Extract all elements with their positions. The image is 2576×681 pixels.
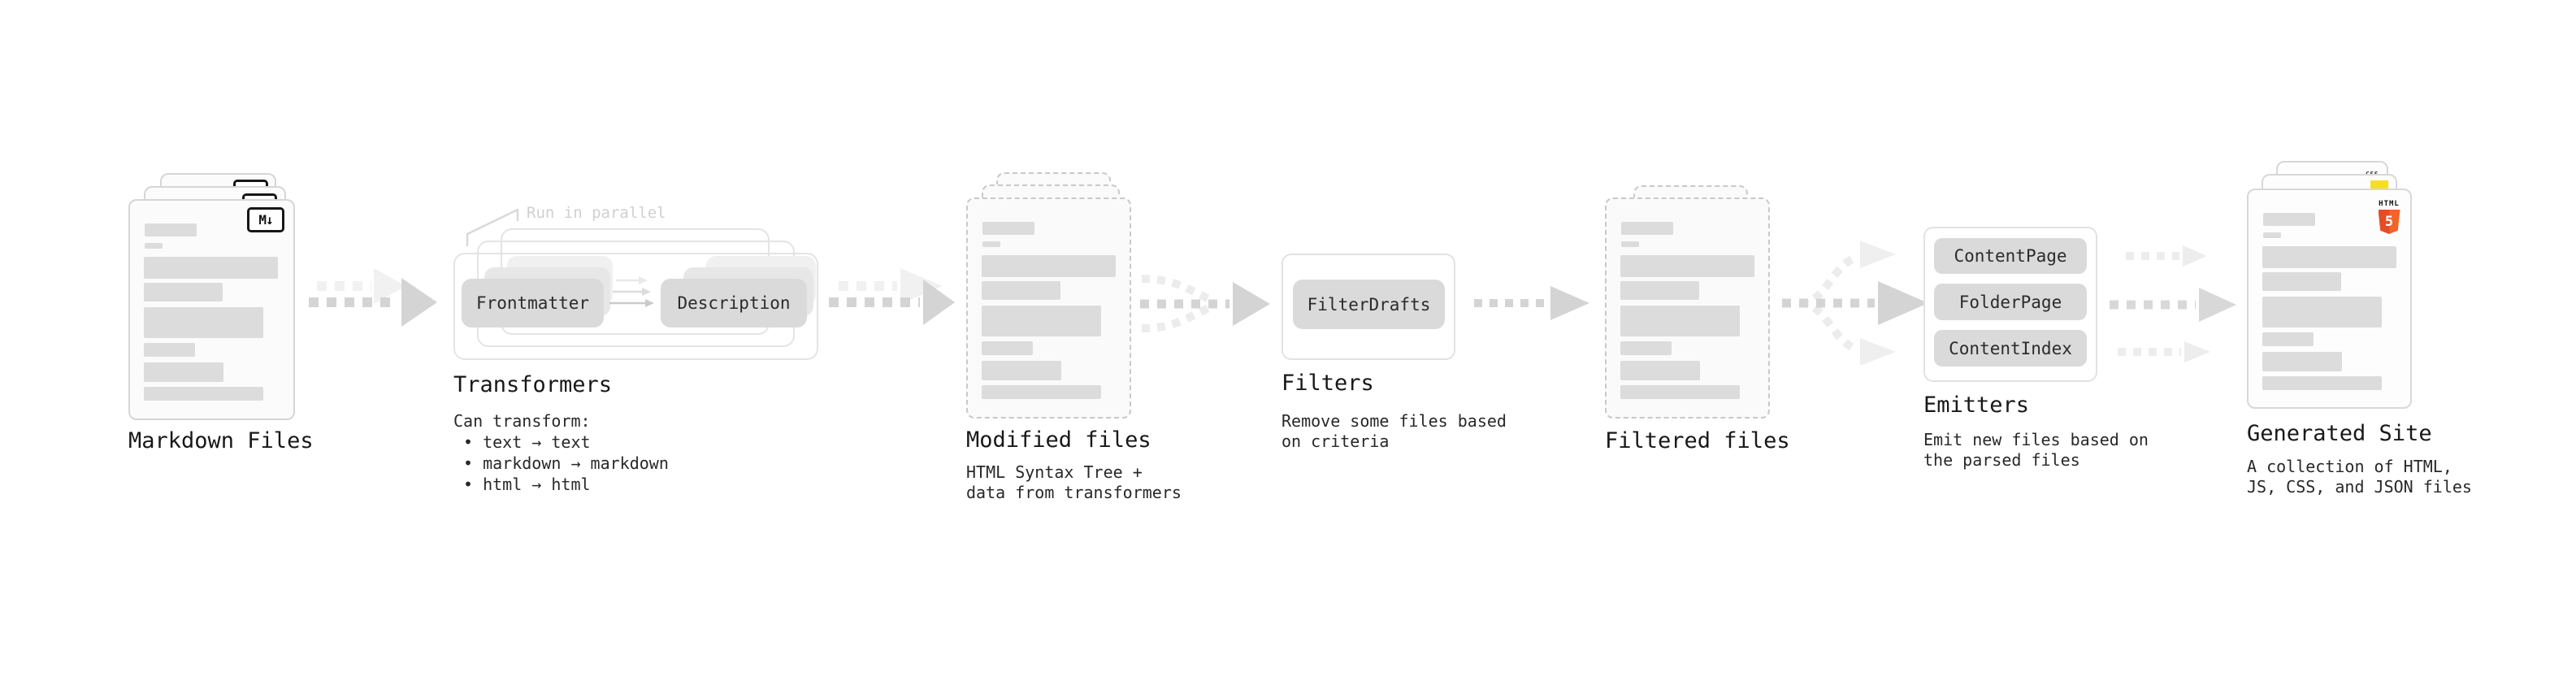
emitter-node-contentpage: ContentPage	[1934, 238, 2087, 274]
placeholder-bar	[145, 243, 163, 249]
placeholder-bar	[1620, 341, 1672, 355]
stage-title-filters: Filters	[1281, 371, 1374, 396]
placeholder-bar	[144, 257, 278, 279]
js-file-icon	[2370, 180, 2388, 189]
placeholder-bar	[2262, 246, 2396, 268]
transformer-node-frontmatter: Frontmatter	[462, 279, 604, 327]
transformers-description-heading: Can transform:	[453, 411, 591, 431]
parallel-flow-arrows	[609, 276, 654, 307]
arrow-main	[829, 280, 955, 325]
filters-description-line1: Remove some files based	[1281, 411, 1507, 431]
html5-icon-shield: 5	[2378, 210, 2400, 234]
placeholder-bar	[982, 241, 1000, 247]
stage-title-markdown-files: Markdown Files	[128, 428, 314, 453]
placeholder-bar	[1620, 255, 1754, 277]
arrow-markdown-to-transformers	[309, 268, 437, 327]
arrow-filters-to-filtered	[1474, 286, 1589, 320]
filtered-file-card-front	[1605, 197, 1770, 419]
placeholder-bar	[144, 283, 223, 301]
generated-site-description-line2: JS, CSS, and JSON files	[2247, 477, 2472, 497]
modified-file-card-front	[966, 197, 1131, 419]
emitter-node-folderpage: FolderPage	[1934, 284, 2087, 320]
stage-title-modified-files: Modified files	[966, 427, 1151, 453]
placeholder-bar	[1620, 281, 1699, 300]
arrow-transformers-to-modified	[829, 268, 955, 325]
stage-title-transformers: Transformers	[453, 372, 613, 397]
modified-files-description-line1: HTML Syntax Tree +	[966, 462, 1143, 482]
markdown-file-card-front: M↓	[128, 199, 295, 420]
placeholder-bar	[2262, 376, 2382, 390]
placeholder-bar	[1620, 361, 1700, 380]
placeholder-bar	[982, 341, 1033, 355]
generated-file-card-front: HTML 5	[2247, 189, 2412, 409]
placeholder-bar	[1621, 222, 1673, 235]
placeholder-bar	[144, 362, 223, 382]
stage-title-generated-site: Generated Site	[2247, 421, 2432, 446]
transformers-bullet: • text → text	[463, 432, 591, 452]
arrow-ghost	[317, 268, 406, 304]
modified-files-description-line2: data from transformers	[966, 483, 1182, 502]
placeholder-bar	[1620, 385, 1740, 399]
transformer-node-description: Description	[661, 279, 807, 327]
stage-title-emitters: Emitters	[1923, 393, 2030, 418]
emitters-description-line1: Emit new files based on	[1923, 430, 2149, 449]
transformers-frame-front	[453, 253, 818, 360]
placeholder-bar	[2262, 272, 2341, 291]
transformers-bullet: • markdown → markdown	[463, 453, 669, 473]
placeholder-bar	[144, 307, 263, 338]
generated-site-description-line1: A collection of HTML,	[2247, 457, 2452, 476]
emitter-node-contentindex: ContentIndex	[1934, 330, 2087, 367]
filters-description-line2: on criteria	[1281, 432, 1390, 451]
html5-icon-label: HTML	[2379, 200, 2400, 208]
placeholder-bar	[982, 222, 1034, 235]
placeholder-bar	[1620, 306, 1740, 336]
placeholder-bar	[144, 343, 195, 357]
run-in-parallel-annotation: Run in parallel	[527, 204, 666, 222]
filter-node-filterdrafts: FilterDrafts	[1293, 280, 1445, 329]
placeholder-bar	[2262, 352, 2342, 371]
emitters-description-line2: the parsed files	[1923, 450, 2080, 470]
markdown-icon: M↓	[247, 207, 284, 232]
placeholder-bar	[982, 281, 1060, 300]
arrow-main	[309, 278, 437, 327]
placeholder-bar	[145, 223, 197, 236]
placeholder-bar	[1621, 241, 1639, 247]
placeholder-bar	[2262, 332, 2314, 346]
arrow-ghost	[839, 268, 943, 304]
stage-title-filtered-files: Filtered files	[1605, 428, 1790, 453]
arrow-modified-to-filters	[1140, 275, 1270, 332]
placeholder-bar	[2263, 213, 2315, 226]
arrow-emitters-to-generated	[2110, 245, 2236, 362]
arrow-filtered-to-emitters	[1782, 241, 1928, 366]
html5-file-icon: HTML 5	[2376, 193, 2402, 234]
placeholder-bar	[2263, 232, 2281, 238]
placeholder-bar	[982, 255, 1116, 277]
run-in-parallel-leader-line	[466, 208, 519, 246]
placeholder-bar	[144, 387, 263, 401]
placeholder-bar	[982, 385, 1101, 399]
placeholder-bar	[2262, 297, 2382, 327]
placeholder-bar	[982, 361, 1061, 380]
placeholder-bar	[982, 306, 1101, 336]
transformers-bullet: • html → html	[463, 475, 591, 494]
